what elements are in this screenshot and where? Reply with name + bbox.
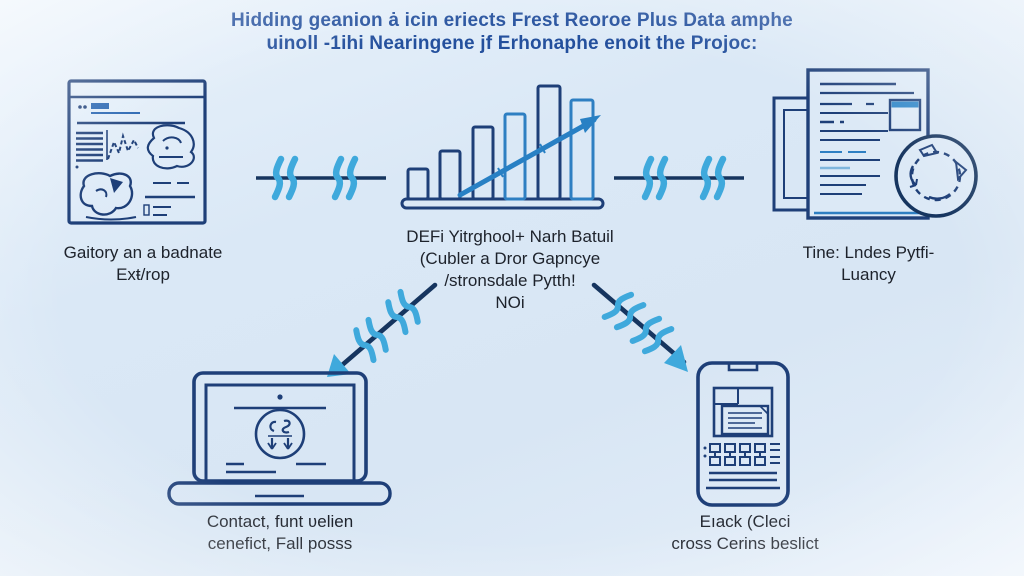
sketch-label: Gaitory an a badnate Exŧ/rop — [23, 242, 263, 286]
chart-label-line2: (Cubler a Dror Gapncye — [419, 249, 601, 268]
chart-label-line1: DEFi Yitrghool+ Narh Batuil — [406, 227, 614, 246]
diagram-title: Hidding geanion ȧ icin eriects Frest Reo… — [0, 9, 1024, 55]
diagram-title-line1: Hidding geanion ȧ icin eriects Frest Reo… — [231, 10, 793, 31]
phone-icon — [694, 360, 792, 510]
sketch-label-line1: Gaitory an a badnate — [63, 243, 223, 262]
phone-label: Eıack (Cleci cross Cerins beslict — [640, 511, 850, 555]
laptop-label-line2: cenefict, Fall posss — [207, 534, 353, 553]
chart-label-line4: NOi — [495, 293, 525, 312]
arrow-sketch-to-chart — [256, 150, 386, 206]
laptop-label-line1: Contact, funt ʋelien — [206, 512, 354, 531]
documents-sync-icon — [770, 66, 986, 228]
bar-chart-icon — [400, 80, 606, 212]
laptop-label: Contact, funt ʋelien cenefict, Fall poss… — [160, 511, 400, 555]
diagram-title-line2: uinoll -1ihi Nearingene jf Erhonaphe eno… — [266, 33, 758, 54]
phone-label-line1: Eıack (Cleci — [699, 512, 791, 531]
documents-label-line2: Luancy — [841, 265, 896, 284]
documents-label: Tine: Lndes Pytfi- Luancy — [766, 242, 971, 286]
documents-label-line1: Tine: Lndes Pytfi- — [802, 243, 935, 262]
phone-label-line2: cross Cerins beslict — [671, 534, 819, 553]
chart-label-line3: /stronsdale Pytth! — [444, 271, 576, 290]
browser-sketch-icon — [66, 78, 208, 226]
chart-label: DEFi Yitrghool+ Narh Batuil (Cubler a Dr… — [380, 226, 640, 314]
arrow-chart-to-documents — [614, 150, 744, 206]
sketch-label-line2: Exŧ/rop — [116, 265, 170, 284]
arrow-down-right-icon — [588, 280, 700, 378]
laptop-icon — [167, 370, 393, 507]
